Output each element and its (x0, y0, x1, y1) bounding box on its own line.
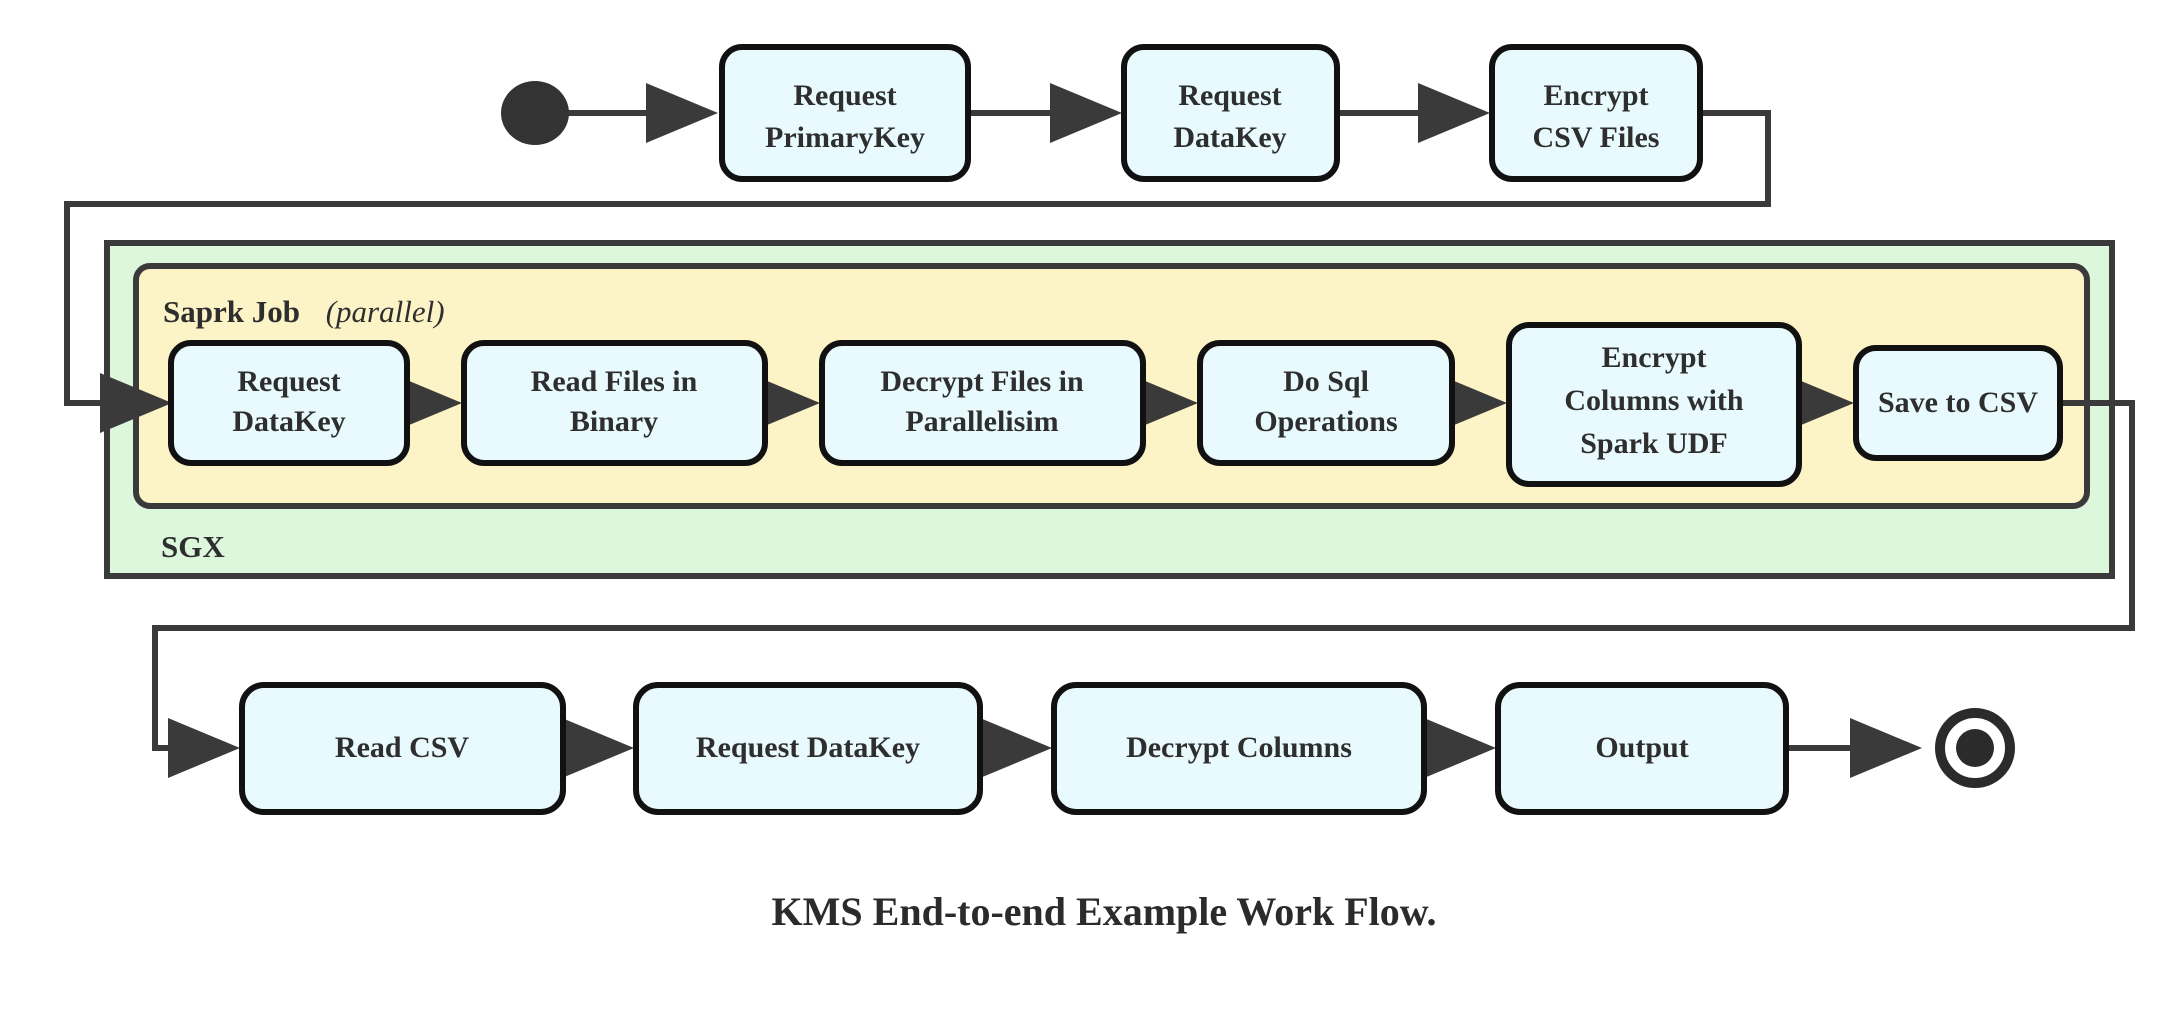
node-read-files-in-binary-line-0: Read Files in (531, 365, 698, 398)
node-request-datakey-bottom-rect[interactable] (633, 682, 983, 815)
start-node (501, 81, 569, 145)
node-decrypt-files-in-parallelisim-rect[interactable] (819, 340, 1146, 466)
node-encrypt-csv-files-rect[interactable] (1489, 44, 1703, 182)
node-request-datakey-bottom[interactable]: Request DataKey (633, 682, 983, 815)
node-request-datakey-top-rect[interactable] (1121, 44, 1340, 182)
node-output-line-0: Output (1595, 731, 1688, 764)
node-output-rect[interactable] (1495, 682, 1789, 815)
node-save-to-csv-rect[interactable] (1853, 345, 2063, 461)
node-request-datakey-top-line-1: DataKey (1173, 121, 1286, 154)
node-do-sql-operations-line-0: Do Sql (1283, 365, 1369, 398)
node-request-datakey-spark-rect[interactable] (168, 340, 410, 466)
node-save-to-csv[interactable]: Save to CSV (1853, 345, 2063, 461)
node-request-datakey-spark[interactable]: Request DataKey (168, 340, 410, 466)
node-read-csv-rect[interactable] (239, 682, 566, 815)
spark-job-label-bold: Saprk Job (163, 294, 300, 329)
spark-job-label-italic: (parallel) (326, 294, 445, 329)
node-decrypt-columns-line-0: Decrypt Columns (1126, 731, 1352, 764)
sgx-region-label: SGX (161, 529, 225, 564)
node-encrypt-columns-with-spark-udf-line-2: Spark UDF (1580, 427, 1728, 460)
node-output[interactable]: Output (1495, 682, 1789, 815)
node-decrypt-files-in-parallelisim-line-1: Parallelisim (905, 405, 1058, 438)
node-request-datakey-spark-line-1: DataKey (232, 405, 345, 438)
diagram-caption: KMS End-to-end Example Work Flow. (772, 889, 1437, 934)
node-do-sql-operations-line-1: Operations (1254, 405, 1397, 438)
node-encrypt-columns-with-spark-udf[interactable]: Encrypt Columns with Spark UDF (1506, 322, 1802, 487)
node-request-datakey-bottom-line-0: Request DataKey (696, 731, 920, 764)
node-request-primarykey-line-1: PrimaryKey (765, 121, 925, 154)
node-save-to-csv-line-0: Save to CSV (1878, 386, 2038, 419)
node-request-primarykey-line-0: Request (793, 79, 896, 112)
node-encrypt-csv-files-line-0: Encrypt (1544, 79, 1649, 112)
node-decrypt-files-in-parallelisim[interactable]: Decrypt Files in Parallelisim (819, 340, 1146, 466)
node-encrypt-columns-with-spark-udf-line-0: Encrypt (1602, 341, 1707, 374)
node-encrypt-csv-files[interactable]: Encrypt CSV Files (1489, 44, 1703, 182)
node-encrypt-columns-with-spark-udf-rect[interactable] (1506, 322, 1802, 487)
node-request-datakey-top[interactable]: Request DataKey (1121, 44, 1340, 182)
node-encrypt-columns-with-spark-udf-line-1: Columns with (1564, 384, 1744, 417)
edge-save-csv-to-read-csv (152, 400, 2135, 778)
node-encrypt-csv-files-line-1: CSV Files (1533, 121, 1660, 154)
end-node-ring (1935, 708, 2015, 788)
node-do-sql-operations[interactable]: Do Sql Operations (1197, 340, 1455, 466)
node-request-primarykey-rect[interactable] (719, 44, 971, 182)
node-decrypt-columns-rect[interactable] (1051, 682, 1427, 815)
node-request-datakey-spark-line-0: Request (237, 365, 340, 398)
end-node (1935, 708, 2015, 788)
node-read-csv-line-0: Read CSV (335, 731, 470, 764)
node-read-files-in-binary-line-1: Binary (570, 405, 658, 438)
spark-job-region-label: Saprk Job (parallel) (163, 294, 445, 329)
node-request-datakey-top-line-0: Request (1178, 79, 1281, 112)
node-decrypt-files-in-parallelisim-line-0: Decrypt Files in (880, 365, 1084, 398)
node-read-files-in-binary-rect[interactable] (461, 340, 768, 466)
node-decrypt-columns[interactable]: Decrypt Columns (1051, 682, 1427, 815)
node-do-sql-operations-rect[interactable] (1197, 340, 1455, 466)
end-node-dot (1956, 729, 1994, 767)
node-request-primarykey[interactable]: Request PrimaryKey (719, 44, 971, 182)
edge-encrypt-csv-to-spark-datakey (64, 110, 1771, 433)
node-read-files-in-binary[interactable]: Read Files in Binary (461, 340, 768, 466)
node-read-csv[interactable]: Read CSV (239, 682, 566, 815)
